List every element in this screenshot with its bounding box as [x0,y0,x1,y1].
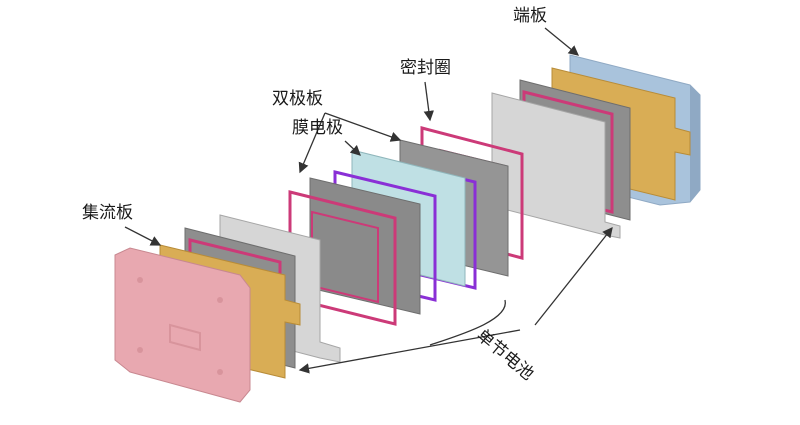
label-current-collector: 集流板 [82,203,133,223]
label-bipolar-plate: 双极板 [272,89,323,109]
callout-lines [124,27,613,374]
label-mea: 膜电极 [292,118,343,138]
insulating-plate [491,92,621,239]
label-gasket: 密封圈 [400,58,451,78]
label-end-plate: 端板 [513,6,547,26]
front-end-plate [114,247,251,403]
